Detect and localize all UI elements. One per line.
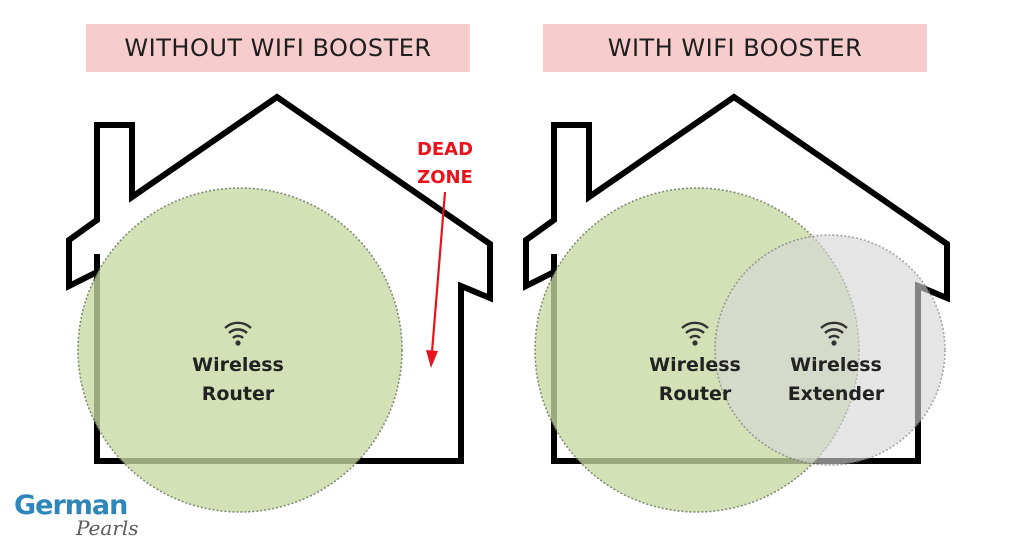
extender-coverage <box>714 234 946 466</box>
router-right-label-1: Wireless <box>649 354 741 376</box>
dead-zone-label-2: ZONE <box>417 167 473 188</box>
logo-text-bottom: Pearls <box>76 516 139 540</box>
wifi-icon <box>224 321 252 346</box>
router-coverage-left <box>77 187 403 513</box>
house-without-booster: Wireless Router DEAD ZONE <box>66 93 493 513</box>
router-left: Wireless Router <box>192 321 284 405</box>
banner-without-booster: WITHOUT WIFI BOOSTER <box>86 24 470 72</box>
extender-label-1: Wireless <box>790 354 882 376</box>
german-pearls-logo: German Pearls <box>14 490 144 545</box>
banner-with-booster-text: WITH WIFI BOOSTER <box>607 34 863 62</box>
extender: Wireless Extender <box>788 321 885 405</box>
house-outline-left <box>66 93 493 464</box>
dead-zone-label-1: DEAD <box>417 139 473 160</box>
router-left-label-2: Router <box>202 383 275 405</box>
house-outline-right <box>523 93 950 464</box>
dead-zone: DEAD ZONE <box>417 139 473 368</box>
house-with-booster: Wireless Router Wireless Extender <box>523 93 950 513</box>
wifi-icon <box>820 321 848 346</box>
router-left-label-1: Wireless <box>192 354 284 376</box>
banner-with-booster: WITH WIFI BOOSTER <box>543 24 927 72</box>
logo-text-top: German <box>14 490 128 521</box>
extender-label-2: Extender <box>788 383 885 405</box>
router-right-label-2: Router <box>659 383 732 405</box>
banner-without-booster-text: WITHOUT WIFI BOOSTER <box>124 34 432 62</box>
router-right: Wireless Router <box>649 321 741 405</box>
wifi-icon <box>681 321 709 346</box>
arrow-icon <box>426 191 447 368</box>
